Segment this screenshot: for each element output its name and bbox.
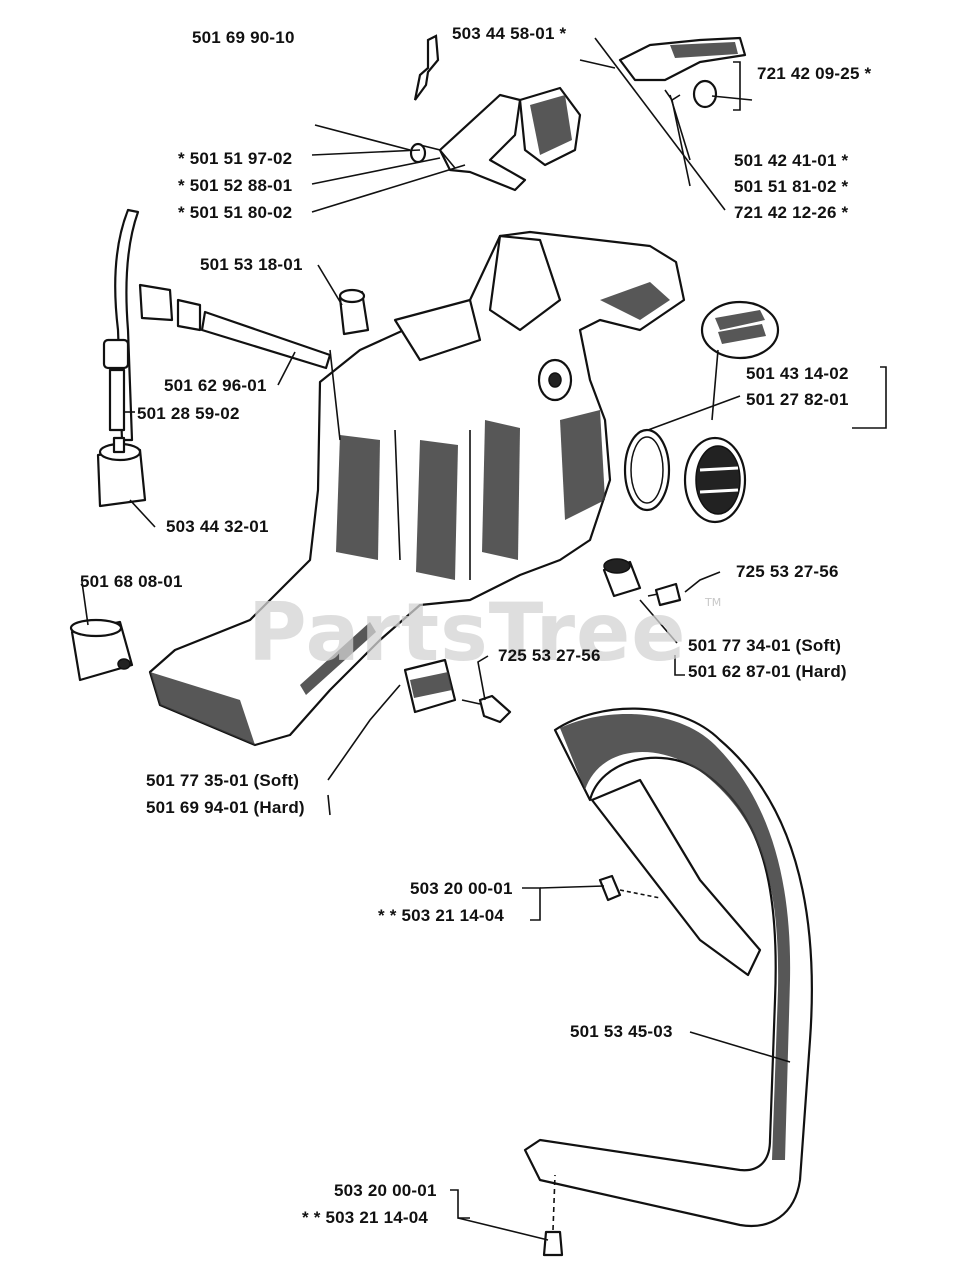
watermark: PartsTree — [248, 586, 687, 679]
throttle-lockout-icon — [413, 34, 753, 109]
part-label-501-77-34-01: 501 77 34-01 (Soft) — [688, 636, 842, 655]
assembly-number-label: 501 69 90-10 — [192, 28, 295, 47]
fuel-hose-icon — [102, 208, 332, 442]
buffer-left-icon — [69, 618, 134, 682]
buffer-top-icon — [338, 288, 370, 336]
fuel-filter-icon — [96, 436, 147, 508]
part-label-721-42-12-26: 721 42 12-26 * — [734, 203, 849, 222]
part-label-501-62-96-01: 501 62 96-01 — [164, 376, 267, 395]
part-label-501-27-82-01: 501 27 82-01 — [746, 390, 849, 409]
buffer-lower-icon — [403, 658, 512, 724]
part-label-503-20-00-01-lower: 503 20 00-01 — [334, 1181, 437, 1200]
part-label-501-51-80-02: * 501 51 80-02 — [178, 203, 293, 222]
part-label-501-51-81-02: 501 51 81-02 * — [734, 177, 849, 196]
watermark-trademark: TM — [705, 596, 722, 609]
leader-lines — [81, 37, 887, 1241]
part-label-501-51-97-02: * 501 51 97-02 — [178, 149, 293, 168]
part-label-501-53-18-01: 501 53 18-01 — [200, 255, 303, 274]
part-label-503-44-58-01: 503 44 58-01 * — [452, 24, 567, 43]
part-label-501-68-08-01: 501 68 08-01 — [80, 572, 183, 591]
part-label-501-28-59-02: 501 28 59-02 — [137, 404, 240, 423]
part-label-503-21-14-04-upper: * * 503 21 14-04 — [378, 906, 505, 925]
part-label-501-42-41-01: 501 42 41-01 * — [734, 151, 849, 170]
part-label-725-53-27-56-right: 725 53 27-56 — [736, 562, 839, 581]
part-label-501-43-14-02: 501 43 14-02 — [746, 364, 849, 383]
part-label-501-77-35-01: 501 77 35-01 (Soft) — [146, 771, 300, 790]
front-handle-icon — [523, 707, 813, 1227]
part-label-501-69-94-01: 501 69 94-01 (Hard) — [146, 798, 305, 817]
handle-screw-icon — [542, 874, 661, 1257]
part-label-501-52-88-01: * 501 52 88-01 — [178, 176, 293, 195]
part-label-503-44-32-01: 503 44 32-01 — [166, 517, 269, 536]
part-label-501-62-87-01: 501 62 87-01 (Hard) — [688, 662, 847, 681]
part-label-721-42-09-25: 721 42 09-25 * — [757, 64, 872, 83]
part-label-725-53-27-56-lower: 725 53 27-56 — [498, 646, 601, 665]
part-label-501-53-45-03: 501 53 45-03 — [570, 1022, 673, 1041]
part-label-503-20-00-01-upper: 503 20 00-01 — [410, 879, 513, 898]
crankcase-housing-icon — [148, 230, 686, 747]
buffer-right-icon — [602, 558, 682, 607]
part-label-503-21-14-04-lower: * * 503 21 14-04 — [302, 1208, 429, 1227]
fuel-cap-icon — [623, 300, 780, 524]
